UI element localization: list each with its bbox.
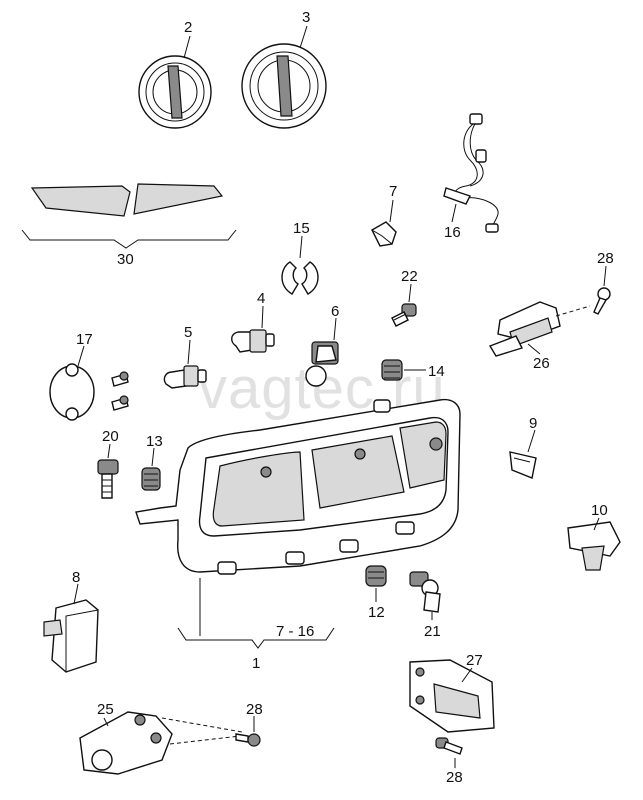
- callout-15: 15: [293, 220, 310, 237]
- callout-9: 9: [529, 415, 537, 432]
- callout-20: 20: [102, 428, 119, 445]
- part-20-screw: [97, 459, 119, 499]
- part-21-bolt: [409, 571, 441, 613]
- part-13-spring-nut: [141, 467, 161, 491]
- callout-10: 10: [591, 502, 608, 519]
- callout-28-left: 28: [246, 701, 263, 718]
- callout-2: 2: [184, 19, 192, 36]
- callout-range-7-16: 7 - 16: [276, 623, 314, 640]
- part-3-cap-large: [241, 43, 327, 129]
- callout-17: 17: [76, 331, 93, 348]
- callout-13: 13: [146, 433, 163, 450]
- callout-12: 12: [368, 604, 385, 621]
- callout-28-bottom: 28: [446, 769, 463, 786]
- part-28-screw-top: [593, 287, 611, 315]
- callout-6: 6: [331, 303, 339, 320]
- callout-21: 21: [424, 623, 441, 640]
- callout-16: 16: [444, 224, 461, 241]
- part-8-motor: [43, 599, 99, 673]
- callout-1: 1: [252, 655, 260, 672]
- part-28-screw-bottom: [435, 737, 463, 755]
- callout-25: 25: [97, 701, 114, 718]
- part-26-bracket: [488, 301, 591, 357]
- part-6-bulb-socket: [305, 341, 339, 387]
- callout-4: 4: [257, 290, 265, 307]
- part-15-clip-ring: [281, 261, 319, 295]
- callout-14: 14: [428, 363, 445, 380]
- part-28-screw-left: [235, 733, 261, 747]
- part-22-bolt: [391, 303, 417, 327]
- callout-26: 26: [533, 355, 550, 372]
- callout-3: 3: [302, 9, 310, 26]
- callout-22: 22: [401, 268, 418, 285]
- part-9-clip: [509, 451, 537, 479]
- part-2-cap-small: [138, 55, 212, 129]
- part-1-headlight-housing: [135, 398, 461, 575]
- callout-27: 27: [466, 652, 483, 669]
- part-10-grommet: [567, 521, 621, 571]
- part-7-connector: [371, 221, 397, 247]
- part-27-mounting-plate: [409, 659, 495, 733]
- part-5-bulb: [163, 365, 207, 389]
- part-25-bracket: [79, 711, 243, 775]
- callout-5: 5: [184, 324, 192, 341]
- part-12-spring-nut: [365, 565, 387, 587]
- callout-8: 8: [72, 569, 80, 586]
- part-30-lens-covers: [30, 183, 224, 217]
- callout-28-top: 28: [597, 250, 614, 267]
- part-14-nut: [381, 359, 403, 381]
- part-4-bulb: [231, 329, 275, 353]
- part-16-wiring-harness: [443, 113, 499, 233]
- callout-30: 30: [117, 251, 134, 268]
- part-17-cover-cap: [49, 363, 129, 421]
- callout-7: 7: [389, 183, 397, 200]
